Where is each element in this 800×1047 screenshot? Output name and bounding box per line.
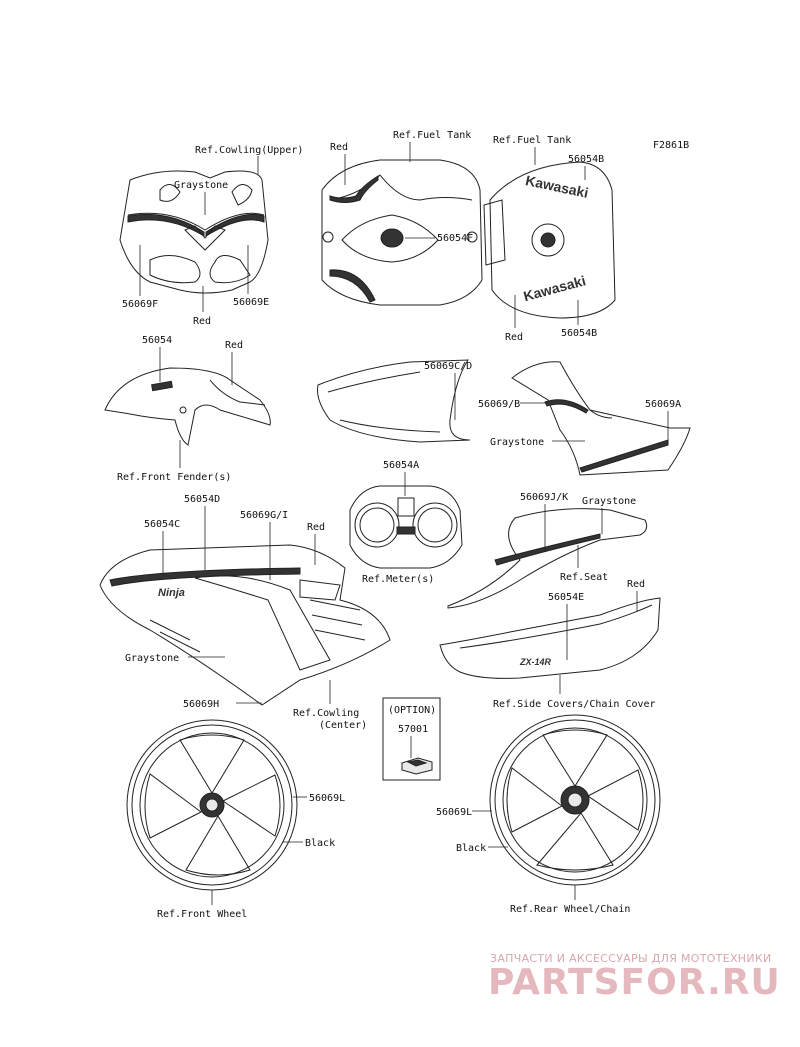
ref-cowling-center-label: Ref.Cowling — [293, 708, 359, 719]
tail-side-drawing — [511, 361, 691, 476]
part-56054b-top-label: 56054B — [568, 154, 604, 165]
part-56054b-bottom-label: 56054B — [561, 328, 597, 339]
ref-fuel-tank-1-label: Ref.Fuel Tank — [393, 130, 471, 141]
ref-meter-label: Ref.Meter(s) — [362, 574, 434, 585]
seat-drawing — [447, 508, 648, 609]
meter-drawing — [349, 485, 463, 569]
part-56054c-label: 56054C — [144, 519, 180, 530]
part-56054f-label: 56054F — [437, 233, 473, 244]
part-56069l-front-label: 56069L — [309, 793, 345, 804]
front-fender-drawing — [104, 367, 271, 446]
ref-fuel-tank-2-label: Ref.Fuel Tank — [493, 135, 571, 146]
black-rear-label: Black — [456, 843, 486, 854]
tank-logo-top: Kawasaki — [524, 172, 590, 201]
part-56054a-label: 56054A — [383, 460, 419, 471]
part-56069jk-label: 56069J/K — [520, 492, 568, 503]
fuel-tank-side-drawing: Kawasaki Kawasaki — [483, 161, 616, 319]
ref-front-wheel-label: Ref.Front Wheel — [157, 909, 247, 920]
part-56054-label: 56054 — [142, 335, 172, 346]
cowl-logo: Ninja — [158, 587, 185, 599]
ref-cowling-center-sub-label: (Center) — [319, 720, 367, 731]
rear-wheel-drawing — [489, 714, 661, 886]
part-56069h-label: 56069H — [183, 699, 219, 710]
red-tank-label: Red — [330, 142, 348, 153]
part-56054d-label: 56054D — [184, 494, 220, 505]
side-panel-cd-drawing — [317, 359, 471, 443]
upper-cowling-drawing — [119, 170, 269, 294]
part-56069b-label: 56069/B — [478, 399, 520, 410]
graystone-seat-label: Graystone — [582, 496, 636, 507]
tank-logo-bottom: Kawasaki — [522, 272, 588, 304]
part-56069a-label: 56069A — [645, 399, 681, 410]
ref-front-fender-label: Ref.Front Fender(s) — [117, 472, 231, 483]
center-cowling-drawing: Ninja — [99, 544, 391, 706]
red-sidecover-label: Red — [627, 579, 645, 590]
red-tank-bottom-label: Red — [505, 332, 523, 343]
part-57001-label: 57001 — [398, 724, 428, 735]
graystone-center-label: Graystone — [125, 653, 179, 664]
part-56054e-label: 56054E — [548, 592, 584, 603]
ref-rear-wheel-label: Ref.Rear Wheel/Chain — [510, 904, 630, 915]
red-cowl-label: Red — [193, 316, 211, 327]
red-center-label: Red — [307, 522, 325, 533]
part-56069gi-label: 56069G/I — [240, 510, 288, 521]
side-cover-drawing: ZX-14R — [439, 597, 661, 679]
option-label: (OPTION) — [388, 705, 436, 716]
part-56069f-label: 56069F — [122, 299, 158, 310]
watermark-subtitle: ЗАПЧАСТИ И АКСЕССУАРЫ ДЛЯ МОТОТЕХНИКИ — [490, 952, 772, 965]
black-front-label: Black — [305, 838, 335, 849]
ref-side-covers-label: Ref.Side Covers/Chain Cover — [493, 699, 656, 710]
ref-cowling-upper-label: Ref.Cowling(Upper) — [195, 145, 303, 156]
fuel-tank-top-drawing — [321, 159, 483, 306]
graystone-side-label: Graystone — [490, 437, 544, 448]
watermark-logo: PARTSFOR.RU — [488, 962, 781, 1003]
diagram-code-label: F2861B — [653, 140, 689, 151]
part-56069cd-label: 56069C/D — [424, 361, 472, 372]
part-56069l-rear-label: 56069L — [436, 807, 472, 818]
graystone-cowl-label: Graystone — [174, 180, 228, 191]
part-56069e-label: 56069E — [233, 297, 269, 308]
ref-seat-label: Ref.Seat — [560, 572, 608, 583]
front-wheel-drawing — [126, 719, 298, 891]
sidecover-logo: ZX-14R — [519, 657, 552, 667]
option-box — [382, 697, 441, 781]
red-fender-label: Red — [225, 340, 243, 351]
